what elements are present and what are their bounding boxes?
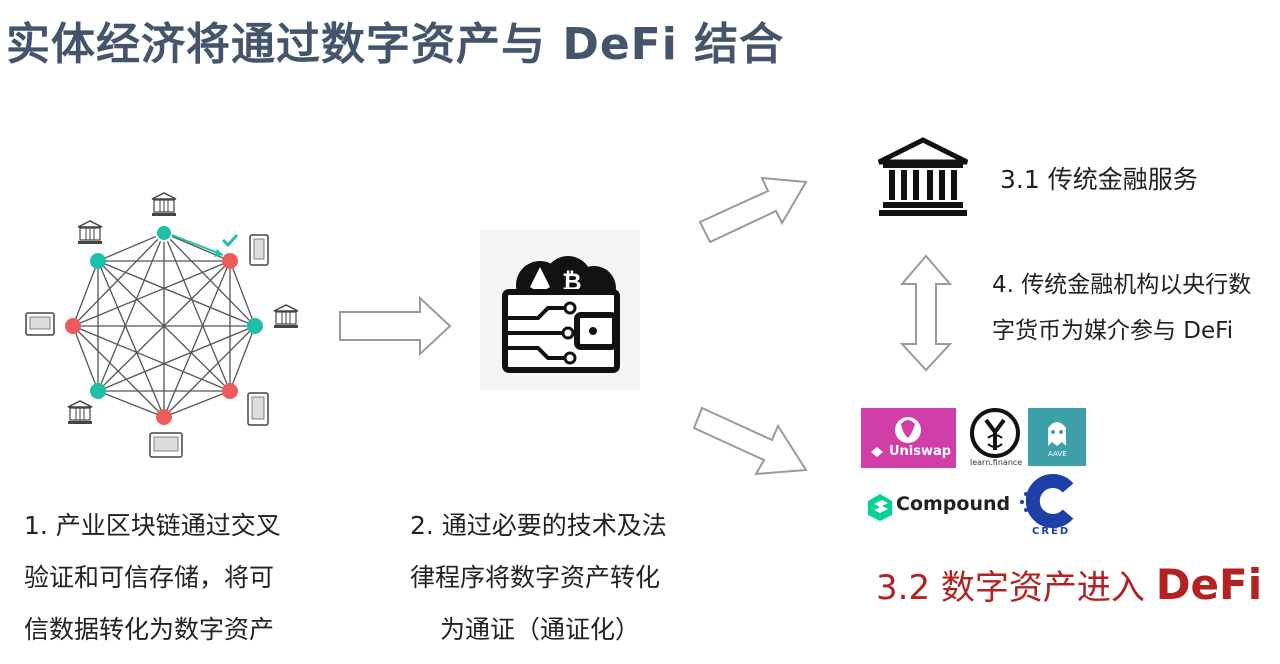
step-1-line-2: 验证和可信存储，将可 — [24, 563, 275, 592]
crypto-wallet-icon: ₿ — [480, 230, 640, 390]
network-node — [222, 253, 238, 269]
network-peripheral-icons — [25, 192, 299, 458]
network-edge — [97, 260, 165, 418]
small-bank-icon — [67, 400, 93, 424]
cred-logo: CRED — [1016, 474, 1082, 538]
check-icon — [221, 233, 239, 248]
yearn-label: learn.finance — [970, 458, 1023, 467]
flow-arrow-up-right — [698, 176, 808, 244]
step-3-2-label: 3.2 数字资产进入 DeFi — [876, 560, 1262, 609]
step-4-line-1: 4. 传统金融机构以央行数 — [992, 272, 1252, 298]
uniswap-logo: Uniswap — [861, 408, 956, 468]
network-edge — [72, 325, 99, 392]
network-edge — [97, 232, 165, 262]
blockchain-network-diagram — [25, 192, 299, 458]
compound-label: Compound — [896, 493, 1011, 515]
small-device-icon — [25, 312, 55, 336]
network-edge — [72, 232, 165, 327]
cred-label: CRED — [1032, 526, 1071, 537]
small-bank-icon — [77, 220, 103, 244]
step-3-2-defi: DeFi — [1155, 560, 1263, 609]
network-edge — [72, 325, 231, 392]
flow-arrow-right — [339, 295, 452, 357]
network-edge — [229, 260, 256, 327]
double-arrow-vertical — [899, 254, 953, 372]
network-edge — [97, 232, 165, 392]
small-device-icon — [247, 392, 269, 426]
network-edge — [97, 260, 231, 392]
network-edge — [163, 232, 231, 392]
step-2-line-1: 2. 通过必要的技术及法 — [410, 511, 667, 540]
verify-arrowhead — [214, 249, 223, 257]
aave-label: AAVE — [1048, 450, 1067, 458]
compound-logo: Compound — [864, 488, 1010, 524]
step-2-caption: 2. 通过必要的技术及法 律程序将数字资产转化 为通证（通证化） — [410, 500, 667, 656]
page-title: 实体经济将通过数字资产与 DeFi 结合 — [6, 19, 785, 70]
small-device-icon — [249, 234, 269, 266]
network-node — [222, 383, 238, 399]
small-bank-icon — [151, 192, 177, 216]
network-edge — [163, 390, 231, 418]
network-edge — [163, 232, 256, 327]
network-node — [90, 253, 106, 269]
aave-logo: AAVE — [1028, 408, 1086, 466]
step-1-line-3: 信数据转化为数字资产 — [24, 615, 275, 644]
step-4-label: 4. 传统金融机构以央行数 字货币为媒介参与 DeFi — [992, 262, 1251, 354]
network-edge — [97, 325, 256, 392]
network-edge — [229, 325, 256, 392]
network-node — [90, 383, 106, 399]
network-node — [156, 409, 172, 425]
network-edge — [163, 232, 231, 262]
bank-icon — [877, 137, 969, 216]
step-3-1-label: 3.1 传统金融服务 — [1000, 165, 1198, 194]
small-bank-icon — [273, 304, 299, 328]
network-edge — [97, 260, 256, 327]
network-edge — [72, 260, 99, 327]
network-node — [155, 224, 173, 242]
uniswap-label: Uniswap — [889, 444, 952, 459]
step-2-line-3: 为通证（通证化） — [440, 615, 641, 644]
step-1-caption: 1. 产业区块链通过交叉 验证和可信存储，将可 信数据转化为数字资产 — [24, 500, 281, 656]
yearn-logo: learn.finance — [966, 408, 1024, 470]
step-2-line-2: 律程序将数字资产转化 — [410, 563, 661, 592]
step-3-2-prefix: 3.2 数字资产进入 — [876, 568, 1156, 608]
small-device-icon — [149, 432, 183, 458]
flow-arrow-down-right — [692, 406, 808, 476]
network-edge — [72, 260, 231, 327]
network-node — [247, 318, 263, 334]
step-1-line-1: 1. 产业区块链通过交叉 — [24, 511, 281, 540]
network-edge — [72, 325, 165, 418]
network-edge — [97, 390, 165, 418]
network-node — [65, 318, 81, 334]
step-4-line-2: 字货币为媒介参与 DeFi — [992, 318, 1234, 344]
verify-arrow — [171, 234, 224, 256]
